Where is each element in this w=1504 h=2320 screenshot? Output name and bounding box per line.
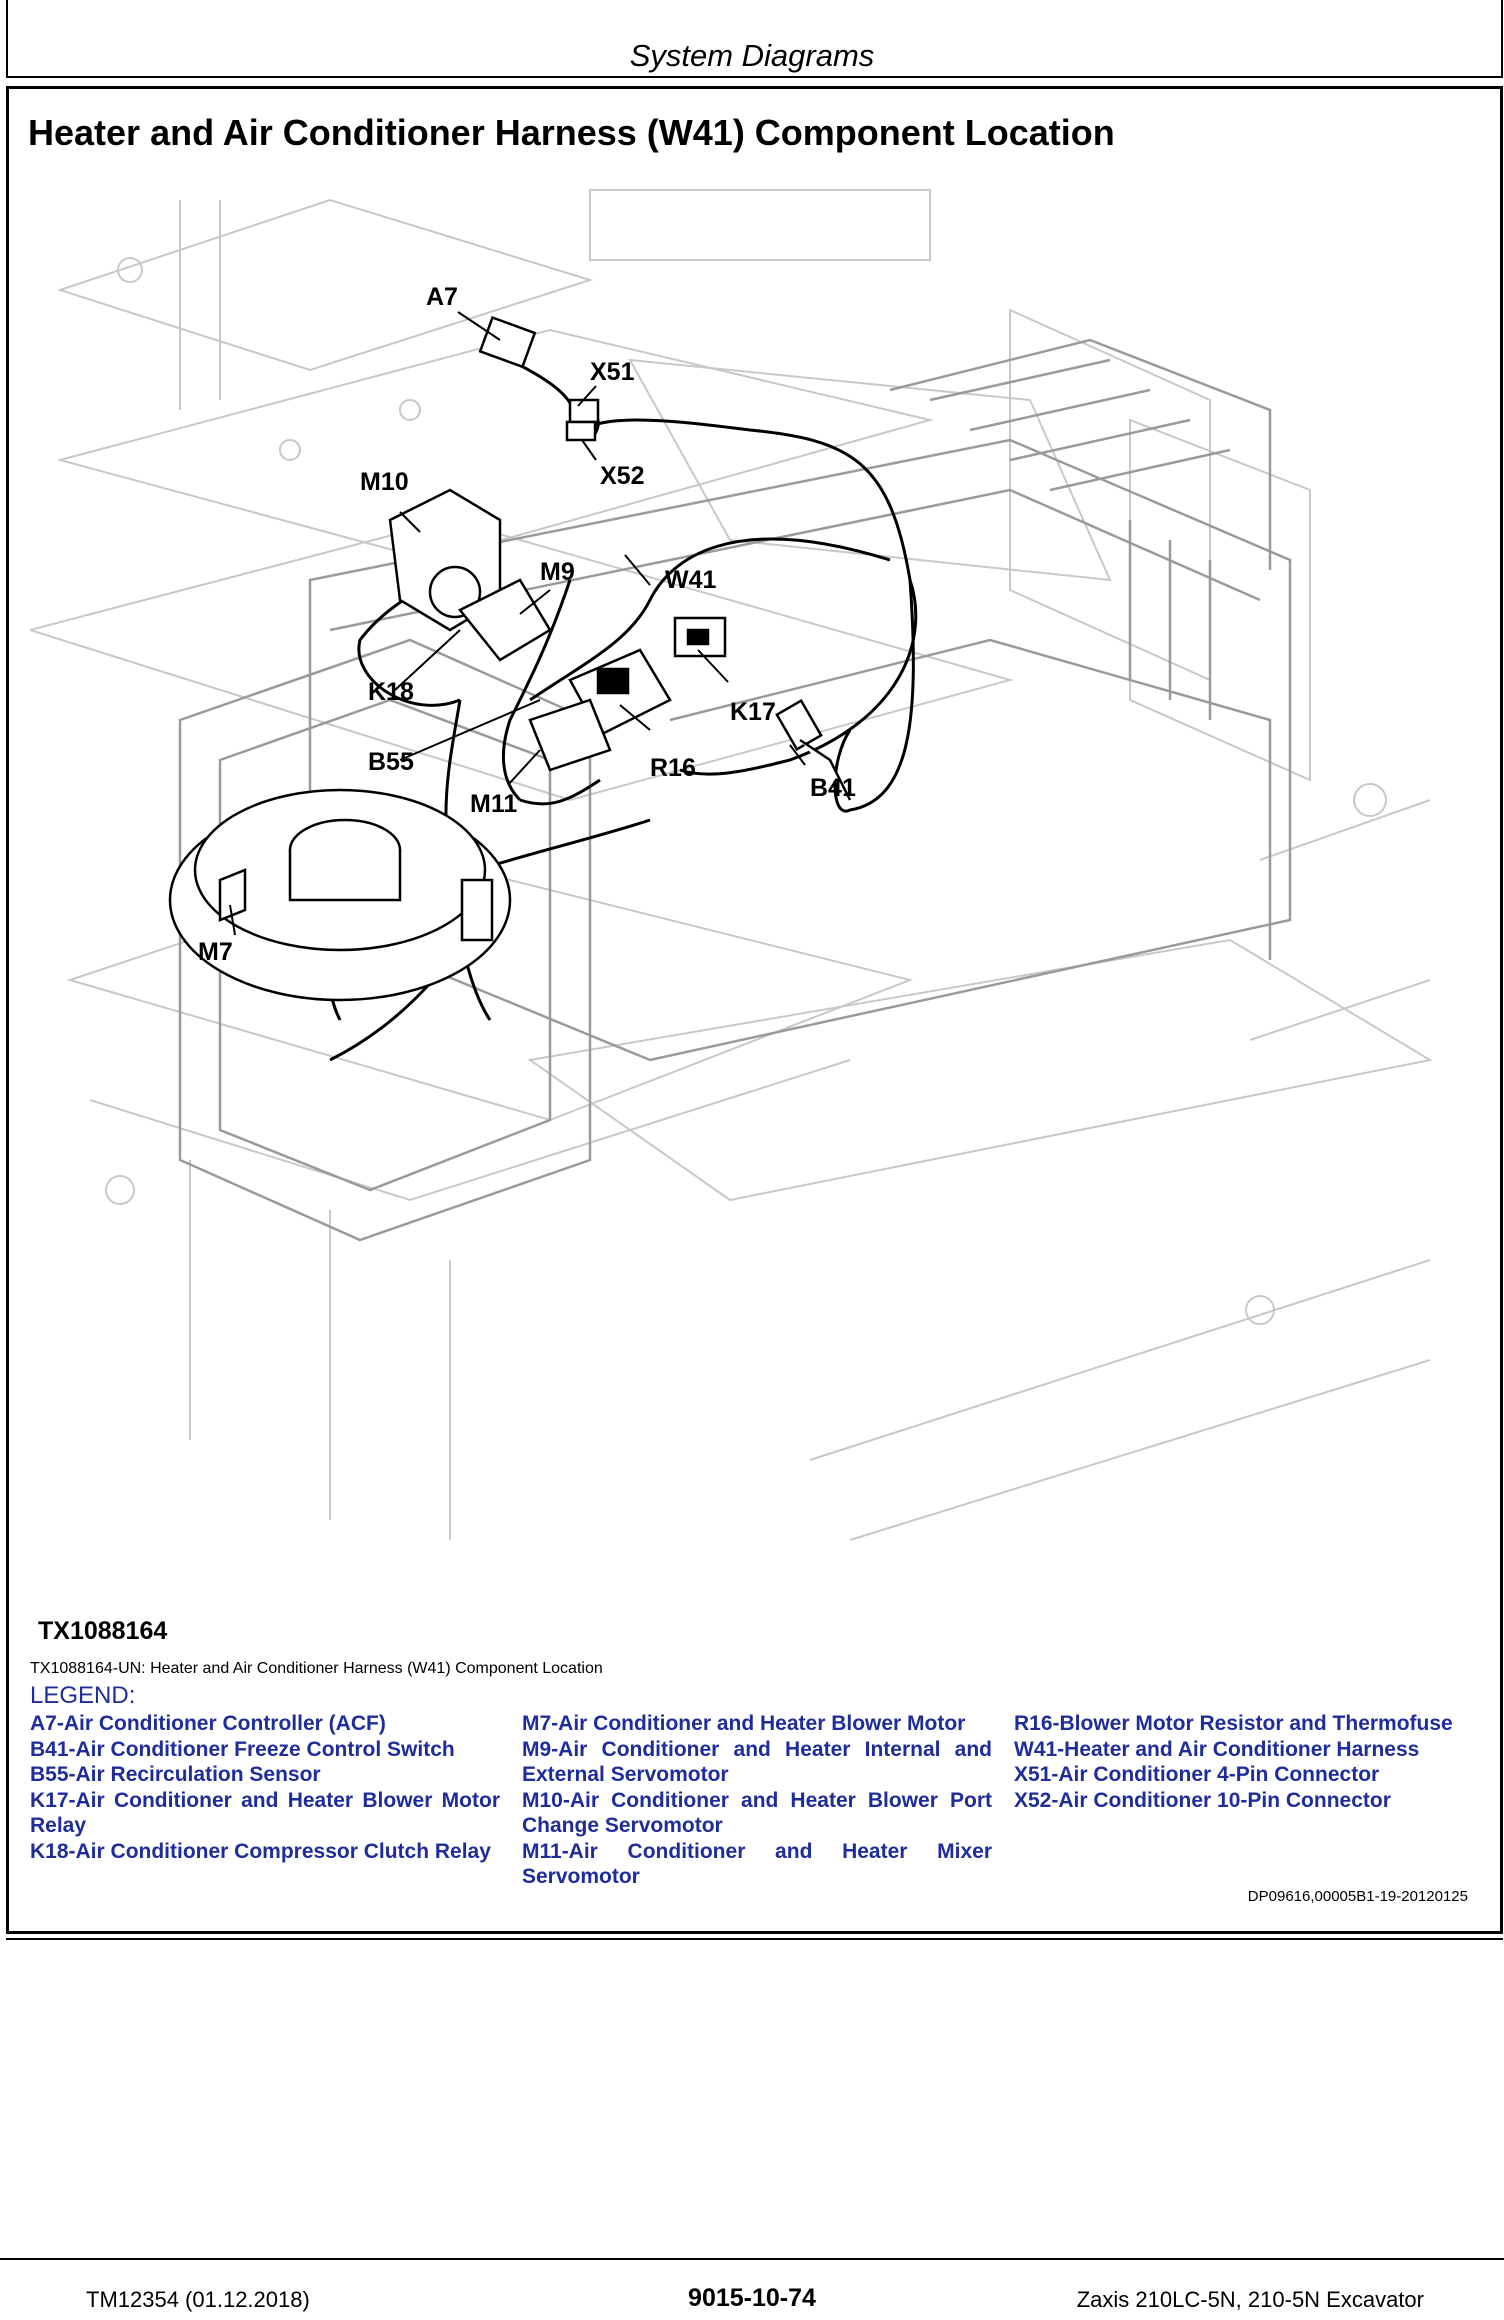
component-location-diagram: A7 X51 X52 M10 M9 W41 K17 K18 B55 R16 M1… <box>30 189 1433 1541</box>
legend-item: X52-Air Conditioner 10-Pin Connector <box>1014 1788 1391 1812</box>
footer-manual-id: TM12354 (01.12.2018) <box>86 2287 310 2312</box>
legend-item: B41-Air Conditioner Freeze Control Switc… <box>30 1737 455 1761</box>
legend-column-3: R16-Blower Motor Resistor and Thermofuse… <box>1014 1711 1484 1813</box>
leader-lines <box>229 311 806 936</box>
callout-a7: A7 <box>426 283 458 311</box>
legend-item: K18-Air Conditioner Compressor Clutch Re… <box>30 1839 491 1863</box>
legend-item: M9-Air Conditioner and Heater Internal a… <box>522 1737 992 1787</box>
callout-b55: B55 <box>368 748 414 776</box>
callout-r16: R16 <box>650 754 696 782</box>
legend-heading: LEGEND: <box>30 1682 136 1709</box>
legend-item: X51-Air Conditioner 4-Pin Connector <box>1014 1763 1380 1786</box>
legend-item: A7-Air Conditioner Controller (ACF) <box>30 1712 386 1735</box>
legend-item: W41-Heater and Air Conditioner Harness <box>1014 1737 1420 1761</box>
content-box <box>6 86 1503 1934</box>
legend-item: M7-Air Conditioner and Heater Blower Mot… <box>522 1712 966 1735</box>
legend-column-1: A7-Air Conditioner Controller (ACF) B41-… <box>30 1711 500 1864</box>
callout-m9: M9 <box>540 558 575 586</box>
callout-m11: M11 <box>470 790 517 818</box>
figure-caption: TX1088164-UN: Heater and Air Conditioner… <box>30 1660 603 1677</box>
footer-machine-model: Zaxis 210LC-5N, 210-5N Excavator <box>1076 2287 1424 2312</box>
legend-item: R16-Blower Motor Resistor and Thermofuse <box>1014 1712 1453 1735</box>
callout-labels: A7 X51 X52 M10 M9 W41 K17 K18 B55 R16 M1… <box>198 283 856 966</box>
components <box>168 315 852 1002</box>
callout-m7: M7 <box>198 938 233 966</box>
callout-k17: K17 <box>730 698 776 726</box>
callout-b41: B41 <box>810 774 856 802</box>
header-title: System Diagrams <box>629 38 875 73</box>
callout-w41: W41 <box>665 566 717 594</box>
header-frame <box>6 0 1503 78</box>
section-title: Heater and Air Conditioner Harness (W41)… <box>28 112 1115 153</box>
callout-m10: M10 <box>360 468 409 496</box>
figure-id: TX1088164 <box>38 1617 168 1645</box>
legend-item: B55-Air Recirculation Sensor <box>30 1763 321 1786</box>
footer-page-number: 9015-10-74 <box>688 2284 816 2312</box>
callout-k18: K18 <box>368 678 414 706</box>
legend-item: M10-Air Conditioner and Heater Blower Po… <box>522 1788 992 1838</box>
callout-x52: X52 <box>600 462 644 490</box>
callout-x51: X51 <box>590 358 635 386</box>
footer-rule <box>0 2258 1504 2260</box>
content-box-double-rule <box>6 1938 1503 1940</box>
legend-column-2: M7-Air Conditioner and Heater Blower Mot… <box>522 1711 992 1890</box>
legend-item: K17-Air Conditioner and Heater Blower Mo… <box>30 1788 500 1838</box>
reference-code: DP09616,00005B1-19-20120125 <box>1247 1888 1468 1905</box>
legend-item: M11-Air Conditioner and Heater Mixer Ser… <box>522 1839 992 1889</box>
